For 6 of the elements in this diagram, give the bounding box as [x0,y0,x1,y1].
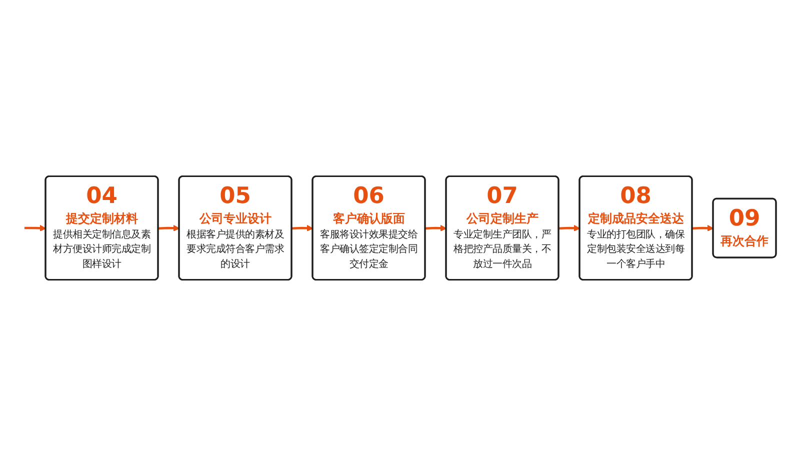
arrow [558,224,580,232]
arrow [24,224,46,232]
arrow [292,224,314,232]
arrow [425,224,447,232]
arrow [692,224,714,232]
arrow [158,224,180,232]
